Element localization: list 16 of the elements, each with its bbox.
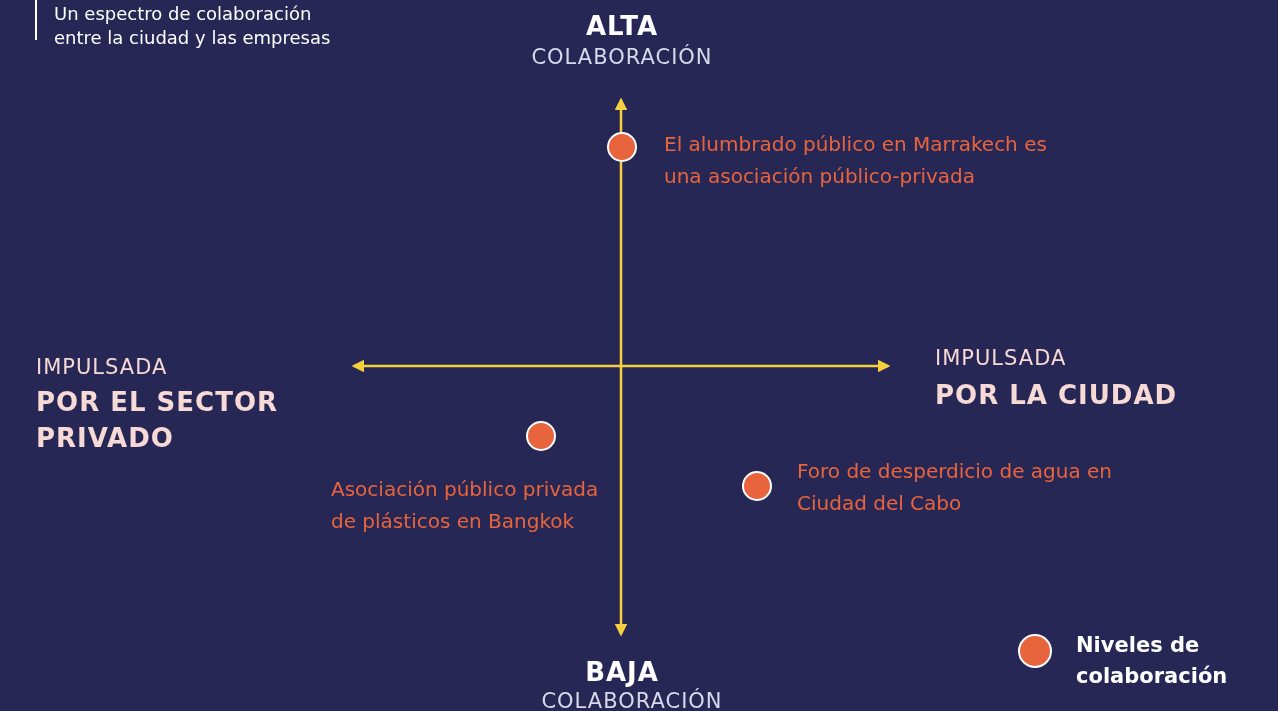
point-caption: Asociación público privada de plásticos en Bangkok	[331, 476, 600, 535]
data-point-dot	[742, 471, 772, 501]
point-caption: Foro de desperdicio de agua en Ciudad del Cabo	[797, 458, 1114, 517]
title: Un espectro de colaboración entre la ciudad y las empresas	[54, 2, 332, 50]
data-point-dot	[607, 132, 637, 162]
axis-label: POR EL SECTOR PRIVADO	[36, 386, 280, 455]
axis-label: IMPULSADA	[935, 345, 1068, 372]
axis-label: BAJA	[584, 656, 660, 688]
point-caption: El alumbrado público en Marrakech es una asociación público-privada	[664, 131, 1048, 190]
axis-label: POR LA CIUDAD	[935, 379, 1179, 412]
axis-label: IMPULSADA	[36, 354, 169, 381]
legend-text: Niveles de colaboración	[1076, 632, 1229, 690]
axis-label: COLABORACIÓN	[540, 687, 724, 711]
axis-label: ALTA	[584, 10, 660, 43]
axis-label: COLABORACIÓN	[530, 43, 714, 71]
data-point-dot	[526, 421, 556, 451]
